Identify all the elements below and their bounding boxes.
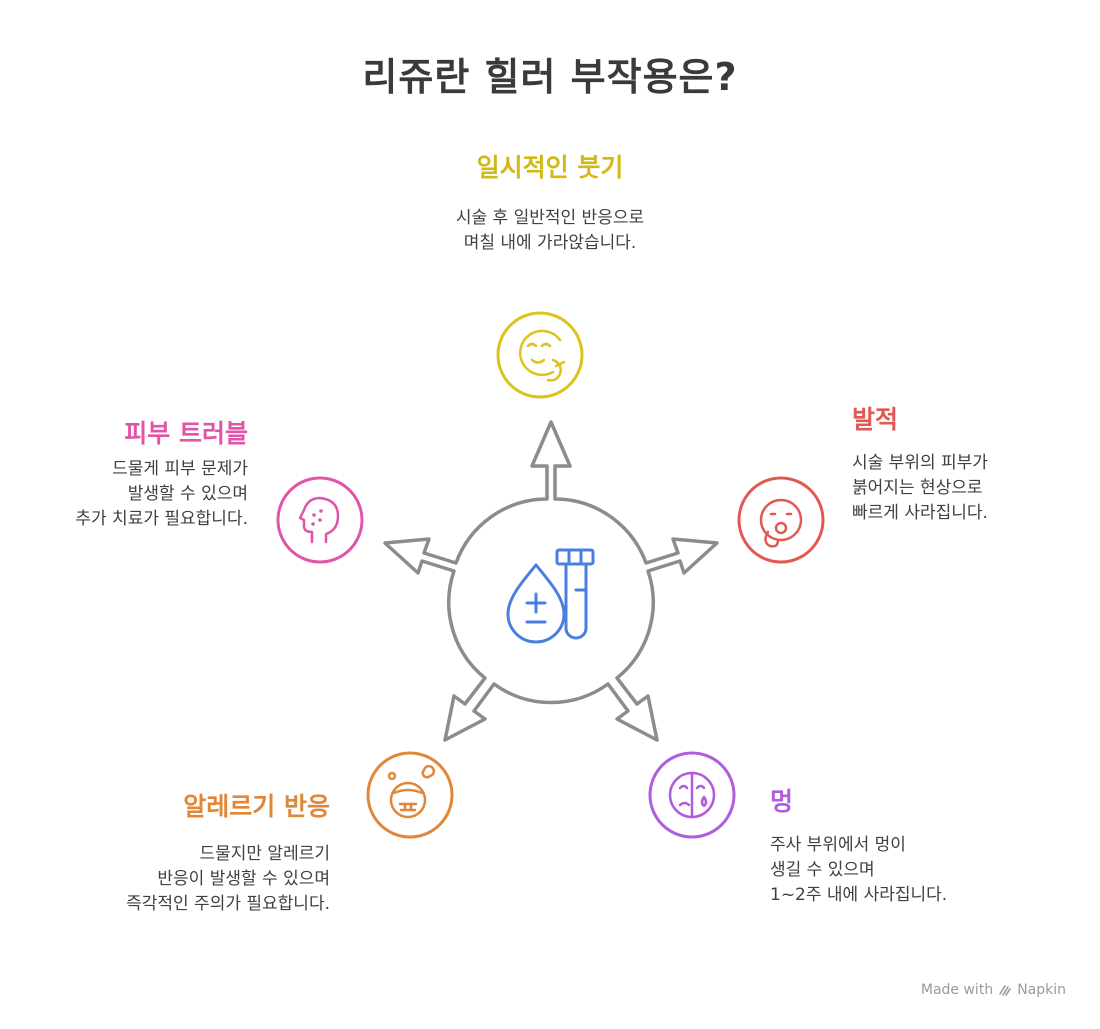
napkin-logo-icon (999, 985, 1011, 996)
skin-description: 드물게 피부 문제가 발생할 수 있으며 추가 치료가 필요합니다. (20, 457, 248, 532)
napkin-watermark: Made with Napkin (921, 982, 1066, 998)
swelling-heading: 일시적인 붓기 (476, 153, 624, 182)
blood-drop-test-tube-icon (506, 548, 595, 644)
swollen-face-icon (496, 311, 584, 399)
skin-heading: 피부 트러블 (124, 419, 248, 448)
bruise-line-3: 1~2주 내에 사라집니다. (770, 885, 948, 905)
page-title: 리쥬란 힐러 부작용은? (362, 55, 738, 99)
bruise-heading: 멍 (770, 787, 794, 816)
bruise-description: 주사 부위에서 멍이 생길 수 있으며 1~2주 내에 사라집니다. (770, 833, 947, 908)
bruise-line-2: 생길 수 있으며 (770, 860, 875, 880)
redness-heading: 발적 (852, 405, 899, 434)
bruise-line-1: 주사 부위에서 멍이 (770, 835, 906, 855)
allergic-face-icon (366, 751, 454, 839)
made-with-label: Made with (920, 982, 994, 998)
redness-line-1: 시술 부위의 피부가 (852, 453, 988, 473)
swelling-description: 시술 후 일반적인 반응으로 며칠 내에 가라앉습니다. (380, 206, 720, 256)
napkin-brand: Napkin (1017, 982, 1066, 998)
skin-line-3: 추가 치료가 필요합니다. (75, 509, 248, 529)
blushing-face-icon (737, 476, 825, 564)
allergy-line-3: 즉각적인 주의가 필요합니다. (126, 894, 330, 914)
skin-line-2: 발생할 수 있으며 (127, 484, 248, 504)
allergy-line-2: 반응이 발생할 수 있으며 (157, 869, 330, 889)
acne-face-profile-icon (276, 476, 364, 564)
hub-with-arrows (383, 420, 719, 742)
allergy-description: 드물지만 알레르기 반응이 발생할 수 있으며 즉각적인 주의가 필요합니다. (40, 842, 330, 917)
redness-description: 시술 부위의 피부가 붉어지는 현상으로 빠르게 사라집니다. (852, 451, 988, 526)
swelling-line-2: 며칠 내에 가라앉습니다. (463, 233, 637, 253)
allergy-heading: 알레르기 반응 (183, 792, 330, 821)
allergy-line-1: 드물지만 알레르기 (199, 844, 330, 864)
redness-line-2: 붉어지는 현상으로 (852, 478, 983, 498)
bruised-face-icon (648, 751, 736, 839)
skin-line-1: 드물게 피부 문제가 (112, 459, 248, 479)
swelling-line-1: 시술 후 일반적인 반응으로 (455, 208, 645, 228)
redness-line-3: 빠르게 사라집니다. (852, 503, 988, 523)
